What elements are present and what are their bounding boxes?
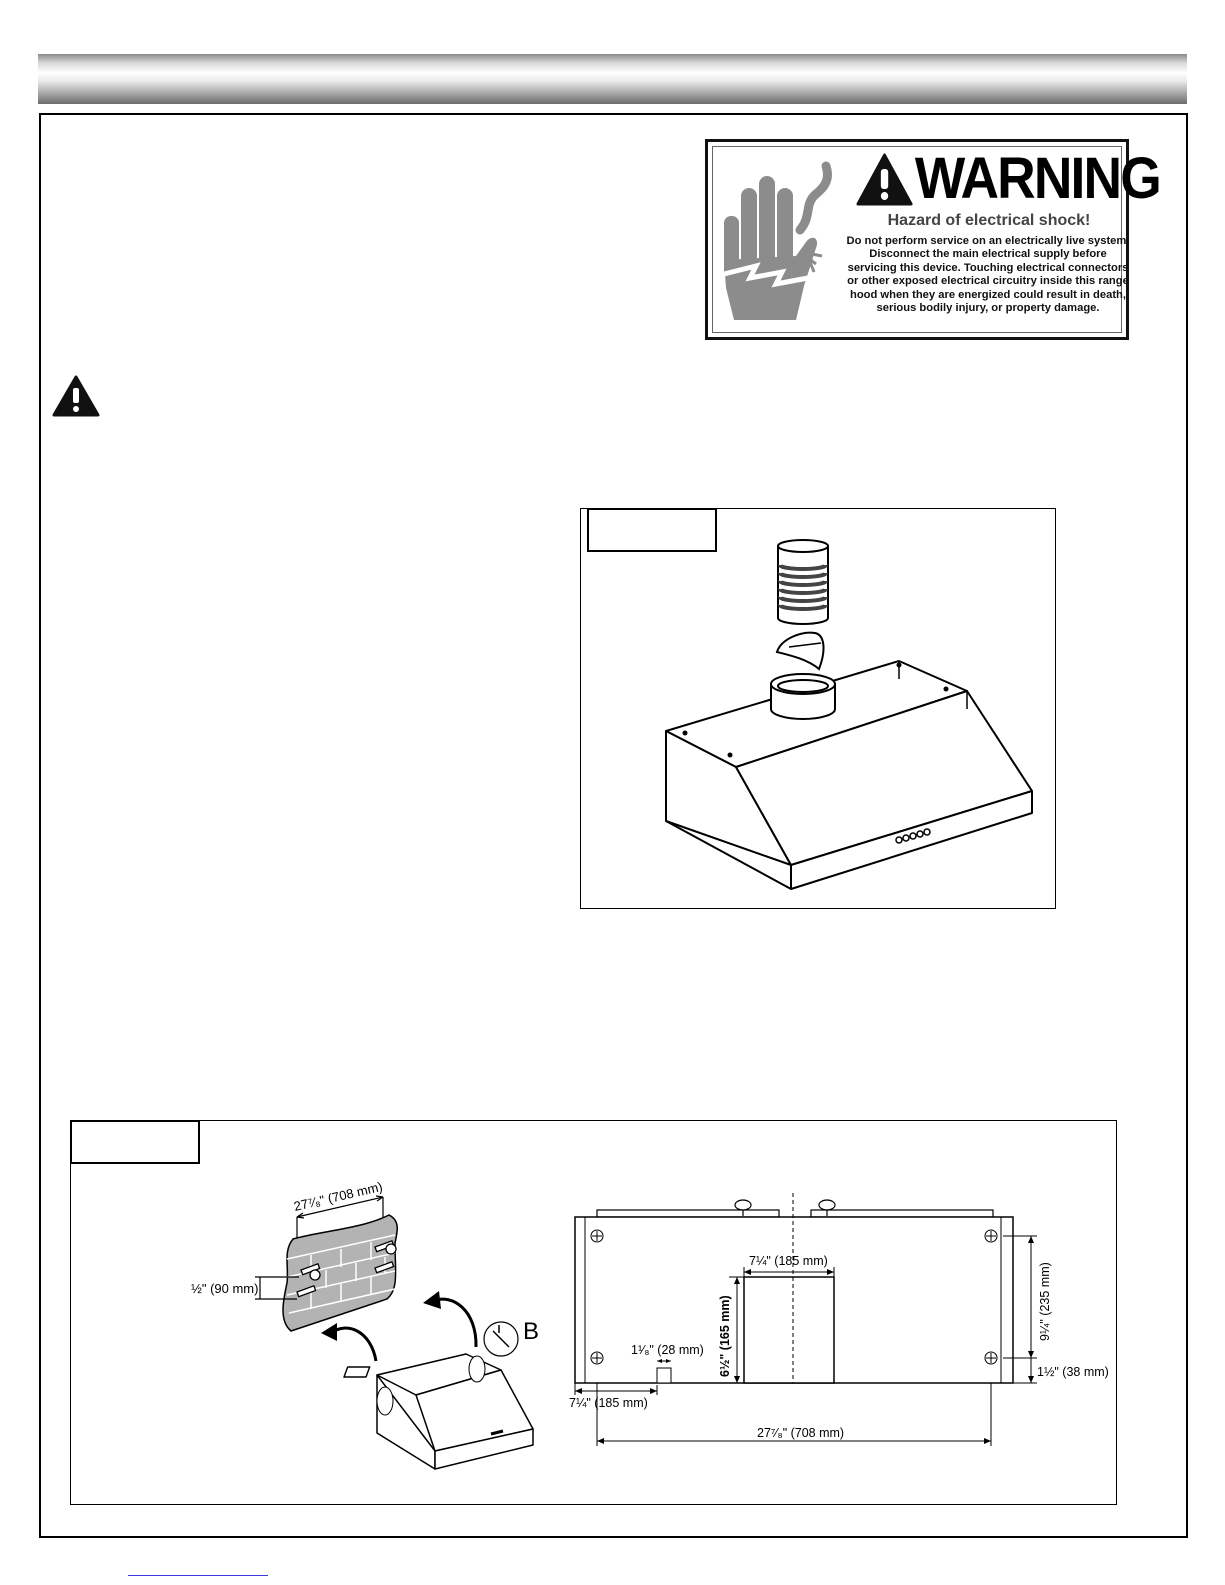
header-bar xyxy=(38,54,1187,104)
horizontal-spacing-label: 27⁷⁄₈" (708 mm) xyxy=(757,1426,844,1440)
content-frame xyxy=(39,113,1188,1538)
warning-inner-border xyxy=(712,146,1122,333)
vertical-spacing-label: 9¼" (235 mm) xyxy=(1038,1262,1052,1341)
wall-vertical-gap-label: ½" (90 mm) xyxy=(191,1281,258,1296)
hood-body xyxy=(665,660,1033,890)
footer-link-underline[interactable] xyxy=(128,1575,268,1576)
mounting-holes xyxy=(590,1229,998,1365)
duct-opening xyxy=(743,1276,835,1384)
slot-width-label: 1¹⁄₈" (28 mm) xyxy=(631,1343,704,1357)
slot-cutout xyxy=(656,1367,672,1384)
warning-subtitle: Hazard of electrical shock! xyxy=(887,212,1091,229)
arrow-head-left xyxy=(321,1323,337,1341)
alert-triangle-icon xyxy=(52,375,100,417)
mounting-holes xyxy=(682,662,949,758)
warning-sign: WARNING Hazard of electrical shock! Do n… xyxy=(705,139,1162,340)
warning-heading: WARNING xyxy=(856,148,1162,210)
arrow-head-right xyxy=(423,1291,441,1309)
callout-b-label: B xyxy=(523,1318,539,1345)
flexible-duct xyxy=(777,539,829,625)
left-offset-label: 7¼" (185 mm) xyxy=(569,1396,648,1410)
duct-collar xyxy=(770,673,836,720)
damper-flap xyxy=(775,631,825,671)
brick-wall xyxy=(282,1214,398,1332)
figure-hood-duct-assembly xyxy=(580,508,1056,909)
figure-label-box xyxy=(587,508,717,552)
figure-label-box xyxy=(70,1120,200,1164)
warning-title: WARNING xyxy=(914,146,1162,211)
warning-body-text: Do not perform service on an electricall… xyxy=(846,235,1130,315)
figure-mounting-dimensions: 27⁷⁄₈" (708 mm) ½" (90 m xyxy=(70,1120,1117,1505)
duct-height-label: 6½" (165 mm) xyxy=(718,1295,732,1377)
top-brackets xyxy=(596,1199,994,1218)
control-buttons xyxy=(895,828,931,844)
bottom-offset-label: 1½" (38 mm) xyxy=(1037,1365,1109,1379)
alert-triangle-icon xyxy=(856,153,913,206)
wall-screws xyxy=(296,1240,397,1298)
back-panel-dimensions: 7¼" (185 mm) 6½" (165 mm) 1¹⁄₈" (28 mm) … xyxy=(569,1193,1109,1446)
wall-mount-illustration: 27⁷⁄₈" (708 mm) ½" (90 m xyxy=(191,1179,539,1470)
range-hood xyxy=(343,1353,534,1470)
duct-width-label: 7¼" (185 mm) xyxy=(749,1254,828,1268)
electric-hand-icon xyxy=(723,161,833,320)
hood-duct-illustration xyxy=(665,539,1033,890)
wall-bracket-spacing-label: 27⁷⁄₈" (708 mm) xyxy=(292,1179,384,1214)
